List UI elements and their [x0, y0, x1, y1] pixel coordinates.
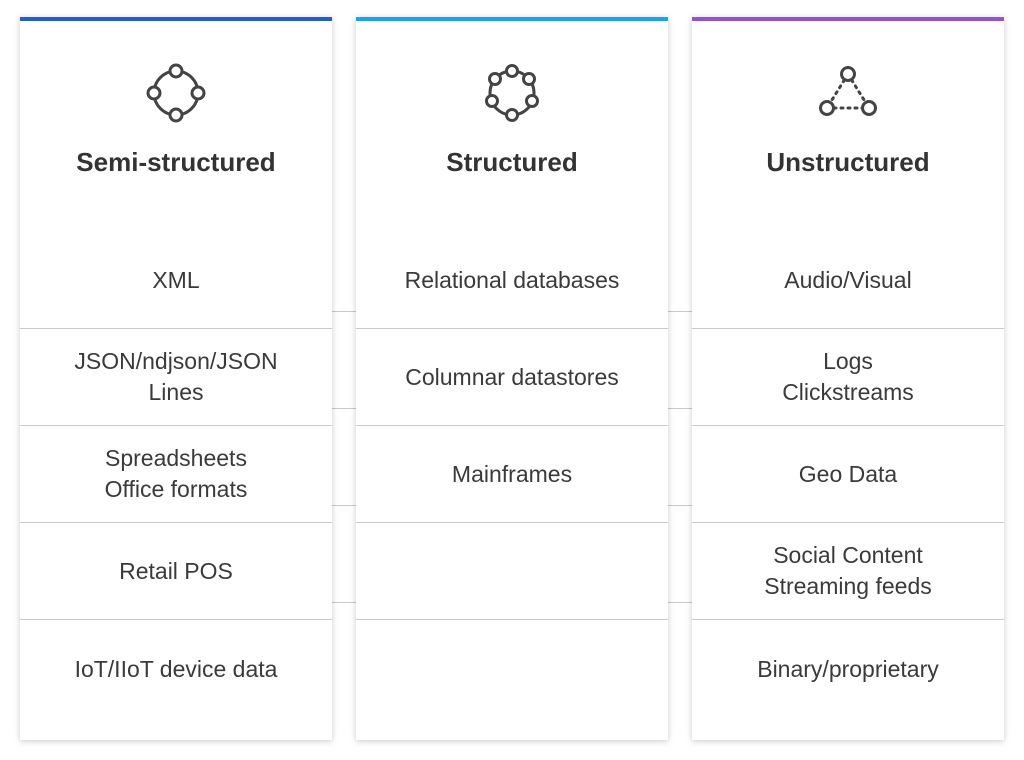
- semi-structured-card: Semi-structured XML JSON/ndjson/JSON Lin…: [20, 17, 332, 740]
- list-item: Relational databases: [404, 266, 620, 293]
- list-item: Audio/Visual: [784, 266, 912, 293]
- list-item: Mainframes: [356, 425, 668, 522]
- unstructured-card: Unstructured Audio/Visual Logs Clickstre…: [692, 17, 1004, 740]
- list-item: [356, 619, 668, 719]
- list-item: Retail POS: [20, 522, 332, 619]
- list-item: XML: [152, 266, 200, 293]
- connected-octagon-icon: [356, 55, 668, 131]
- column-title: Structured: [446, 147, 578, 177]
- list-item: Social Content Streaming feeds: [692, 522, 1004, 619]
- list-item: Columnar datastores: [356, 328, 668, 425]
- list-item: Logs Clickstreams: [692, 328, 1004, 425]
- card-accent-bar: [20, 17, 332, 21]
- column-title: Unstructured: [766, 147, 930, 177]
- list-item: [356, 522, 668, 619]
- list-item: Spreadsheets Office formats: [20, 425, 332, 522]
- card-accent-bar: [692, 17, 1004, 21]
- list-item: Binary/proprietary: [692, 619, 1004, 719]
- structured-card: Structured Relational databases Columnar…: [356, 17, 668, 740]
- list-item: Geo Data: [692, 425, 1004, 522]
- connected-ring-icon: [20, 55, 332, 131]
- card-accent-bar: [356, 17, 668, 21]
- column-title: Semi-structured: [76, 147, 276, 177]
- list-item: IoT/IIoT device data: [20, 619, 332, 719]
- list-item: JSON/ndjson/JSON Lines: [20, 328, 332, 425]
- dotted-triangle-icon: [692, 55, 1004, 131]
